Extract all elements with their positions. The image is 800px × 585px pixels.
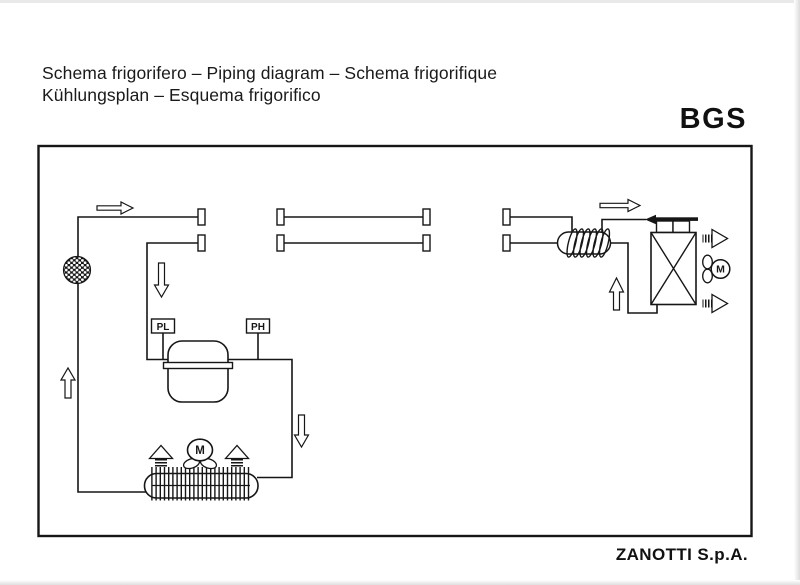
flow-down-arrow-icon [153, 262, 170, 299]
pipe-union [197, 208, 206, 226]
model-code: BGS [679, 103, 747, 135]
motor-circle-icon [186, 438, 214, 462]
low-pressure-switch: PL [150, 318, 176, 334]
scan-edge-right [794, 0, 800, 585]
page-title: Schema frigorifero – Piping diagram – Sc… [42, 62, 497, 106]
brand-name: ZANOTTI S.p.A. [615, 545, 748, 564]
liquid-line-left [77, 216, 198, 493]
capillary-coil-icon [566, 228, 611, 258]
airflow-up-arrow-icon [148, 444, 174, 460]
evaporator-cross [650, 232, 697, 305]
page-title-line1: Schema frigorifero – Piping diagram – Sc… [42, 63, 498, 83]
airflow-right-arrow-icon [711, 293, 729, 314]
pipe-union [276, 234, 285, 252]
pl-box [150, 318, 176, 334]
airflow-arrow-stem [231, 458, 243, 468]
airflow-arrow-stem [702, 299, 712, 308]
airflow-arrow-stem [155, 458, 167, 468]
pipe-union [502, 208, 511, 226]
scan-edge-top [0, 0, 800, 3]
evaporator-airflow-arrows [702, 228, 729, 314]
pipe-unions [197, 208, 511, 252]
discharge-line [228, 358, 293, 479]
flow-down-arrow-icon [293, 414, 310, 449]
diagram-border [37, 144, 753, 538]
airflow-up-arrow-icon [224, 444, 250, 460]
filter-drier-icon [62, 255, 92, 285]
flow-up-arrow-icon [59, 366, 77, 399]
flow-up-arrow-icon [608, 276, 625, 311]
condenser-motor-label: M [195, 445, 205, 457]
condenser-airflow-arrows [148, 444, 250, 468]
evaporator-motor-label: M [716, 264, 725, 276]
pipe-union [197, 234, 206, 252]
condenser-tube [143, 472, 259, 499]
distributor-header [654, 217, 698, 221]
evaporator-suction-line [610, 242, 658, 314]
page-title-line2: Kühlungsplan – Esquema frigorifico [42, 85, 321, 105]
pipe-union [502, 234, 511, 252]
motor-circle-icon [710, 258, 731, 280]
pipe-union [422, 234, 431, 252]
refrigerant-pipes [77, 216, 658, 493]
ph-label: PH [251, 322, 265, 333]
condenser-fins [149, 467, 250, 501]
compressor-band [162, 361, 234, 370]
evaporator-header-box [655, 220, 674, 234]
compressor [162, 340, 234, 403]
flow-right-arrow-icon [599, 198, 642, 213]
evaporator [645, 214, 698, 306]
heat-exchanger [556, 228, 612, 258]
high-pressure-switch: PH [245, 318, 271, 334]
flow-right-arrow-icon [96, 201, 135, 215]
flow-arrows [59, 198, 642, 449]
condenser-fan: M [182, 438, 218, 470]
pipe-union [422, 208, 431, 226]
ph-box [245, 318, 271, 334]
scan-edge-bottom [0, 580, 800, 585]
evaporator-header-box [672, 220, 691, 234]
compressor-body [167, 340, 229, 403]
liquid-line-right [510, 216, 573, 233]
capillary-arrowhead-icon [645, 214, 656, 225]
airflow-arrow-stem [702, 234, 712, 243]
pipe-union [276, 208, 285, 226]
pl-label: PL [157, 322, 170, 333]
airflow-right-arrow-icon [711, 228, 729, 249]
fan-blade-icon [702, 268, 713, 284]
evaporator-fan: M [702, 254, 731, 284]
condenser [143, 467, 259, 501]
suction-line-left [146, 242, 198, 361]
